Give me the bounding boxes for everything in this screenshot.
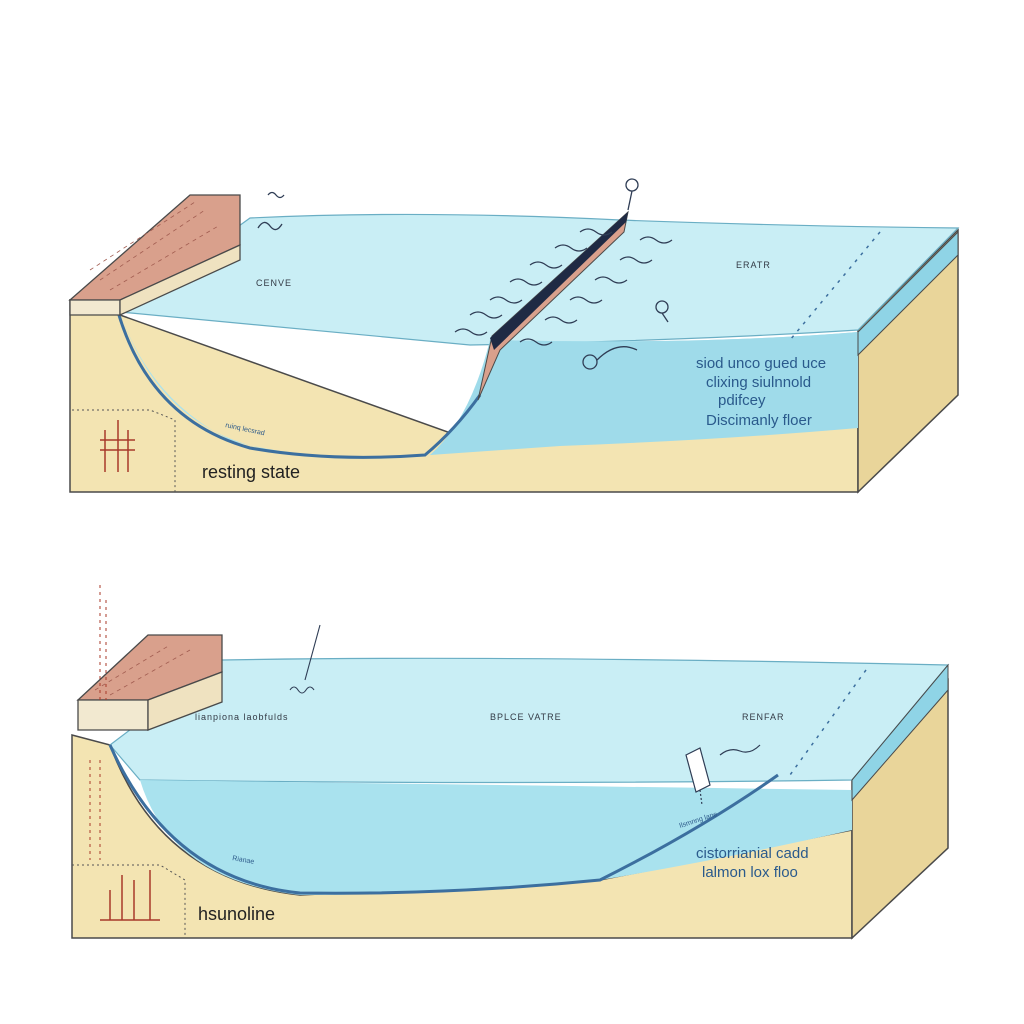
top-left-dotted-frame <box>72 409 176 492</box>
top-water-right <box>430 332 858 455</box>
top-label-left-water: CENVE <box>256 278 292 288</box>
top-tower-icon <box>100 420 135 472</box>
bottom-dotted-line <box>789 669 867 776</box>
bottom-left-ruler <box>89 585 107 860</box>
top-note-2: clixing siulnnold <box>706 374 811 391</box>
top-wave-lines <box>454 228 673 346</box>
top-panel: CENVE ERATR ruinq lecsrad resting state … <box>68 178 960 494</box>
bottom-panel: lianpiona laobfulds BPLCE VATRE RENFAR R… <box>71 585 950 940</box>
bottom-label-right-water: RENFAR <box>742 712 785 722</box>
top-right-side <box>857 228 959 494</box>
top-dotted-line <box>789 231 881 341</box>
bottom-label-left-water: lianpiona laobfulds <box>195 712 289 722</box>
top-note-3: pdifcey <box>718 392 766 409</box>
top-barrier-edge <box>490 212 628 350</box>
top-note-1: siod unco gued uce <box>696 355 826 372</box>
bottom-water-front <box>140 780 852 895</box>
bottom-label-center-water: BPLCE VATRE <box>490 712 562 722</box>
top-seawall <box>68 194 241 317</box>
top-right-water-edge <box>857 230 959 357</box>
bottom-label-curve-note: Rianae <box>232 855 255 866</box>
bottom-tower-icon <box>100 870 160 921</box>
top-label-right-water: ERATR <box>736 260 771 270</box>
bottom-label-main: hsunoline <box>198 904 275 924</box>
bottom-note-2: lalmon lox floo <box>702 864 798 881</box>
bottom-note-1: cistorrianial cadd <box>696 845 809 862</box>
top-label-main: resting state <box>202 462 300 482</box>
top-water-surface <box>118 213 960 346</box>
top-buoy-markers <box>257 178 669 370</box>
bottom-post-marker <box>685 744 761 806</box>
bottom-right-water-edge <box>851 663 949 802</box>
bottom-seawall <box>76 634 223 731</box>
top-note-4: Discimanly floer <box>706 412 812 429</box>
bottom-left-dotted-frame <box>72 864 186 938</box>
bottom-wave-marker <box>289 624 321 694</box>
top-basin-curve <box>116 311 482 459</box>
bottom-basin-curve <box>108 744 779 895</box>
